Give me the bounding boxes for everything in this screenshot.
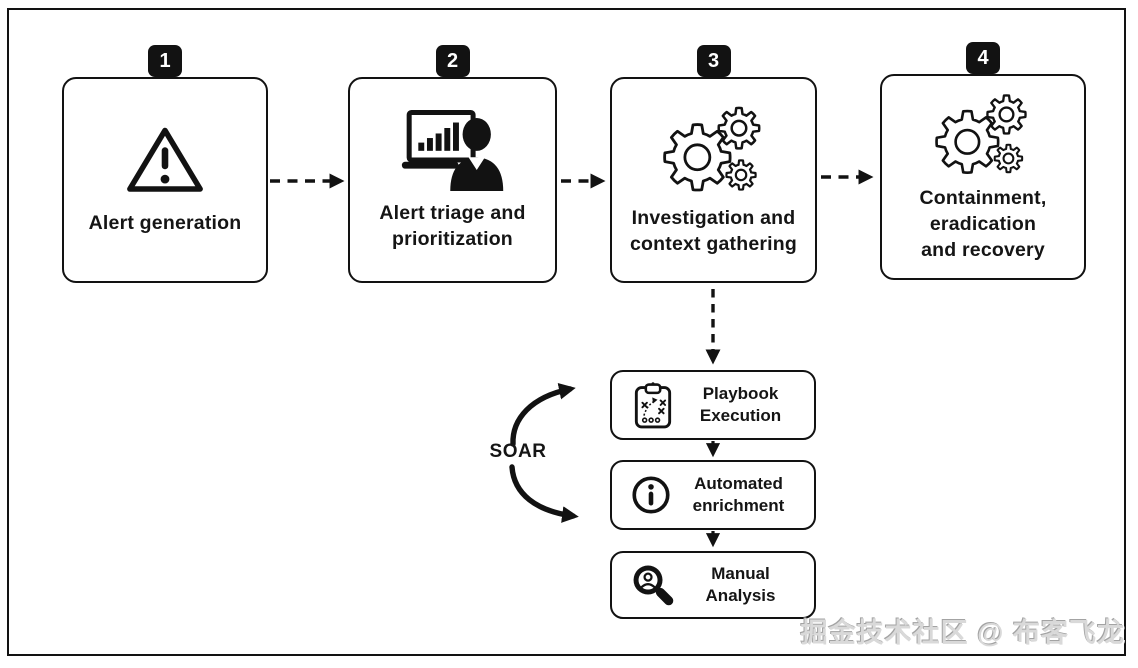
- sub-label-text: Playbook Execution: [699, 383, 782, 425]
- analyst-monitor-icon: [400, 107, 506, 192]
- step-number-badge-2: 2: [435, 45, 470, 77]
- sub-box-automated-enrichment: Automated enrichment: [610, 460, 816, 530]
- step-label: Containment, eradication and recovery: [919, 187, 1047, 261]
- warning-triangle-icon: [124, 123, 206, 195]
- playbook-clipboard-icon: [629, 380, 677, 430]
- sub-label: Playbook Execution: [677, 383, 814, 427]
- sub-label-text: Automated enrichment: [692, 473, 785, 515]
- magnifier-person-icon: [629, 561, 677, 609]
- soar-label: SOAR: [489, 441, 547, 462]
- step-number-badge-4: 4: [966, 42, 1000, 74]
- info-circle-icon: [629, 473, 673, 517]
- watermark-text: 掘金技术社区 @ 布客飞龙: [800, 618, 1125, 648]
- step-label: Alert triage and prioritization: [379, 202, 526, 250]
- step-label: Investigation and context gathering: [630, 207, 797, 255]
- gears-icon: [934, 90, 1032, 180]
- sub-label: Automated enrichment: [673, 473, 814, 517]
- soar-curved-arrow-up: [510, 382, 576, 447]
- step-box-alert-triage: 2 Alert triage and prioritization: [348, 45, 557, 283]
- step-label: Alert generation: [88, 212, 242, 235]
- step-number-badge-1: 1: [148, 45, 182, 77]
- sub-box-manual-analysis: Manual Analysis: [610, 551, 816, 619]
- gears-icon: [662, 102, 766, 198]
- step-box-investigation: 3 Investigation and context gathering: [610, 45, 817, 283]
- sub-box-playbook-execution: Playbook Execution: [610, 370, 816, 440]
- soar-curved-arrow-down: [509, 464, 579, 523]
- step-number-badge-3: 3: [696, 45, 731, 77]
- sub-label: Manual Analysis: [677, 563, 814, 607]
- step-box-containment: 4 Containment, eradication and recovery: [880, 42, 1086, 280]
- step-box-alert-generation: 1 Alert generation: [62, 45, 268, 283]
- sub-label-text: Manual Analysis: [705, 563, 776, 605]
